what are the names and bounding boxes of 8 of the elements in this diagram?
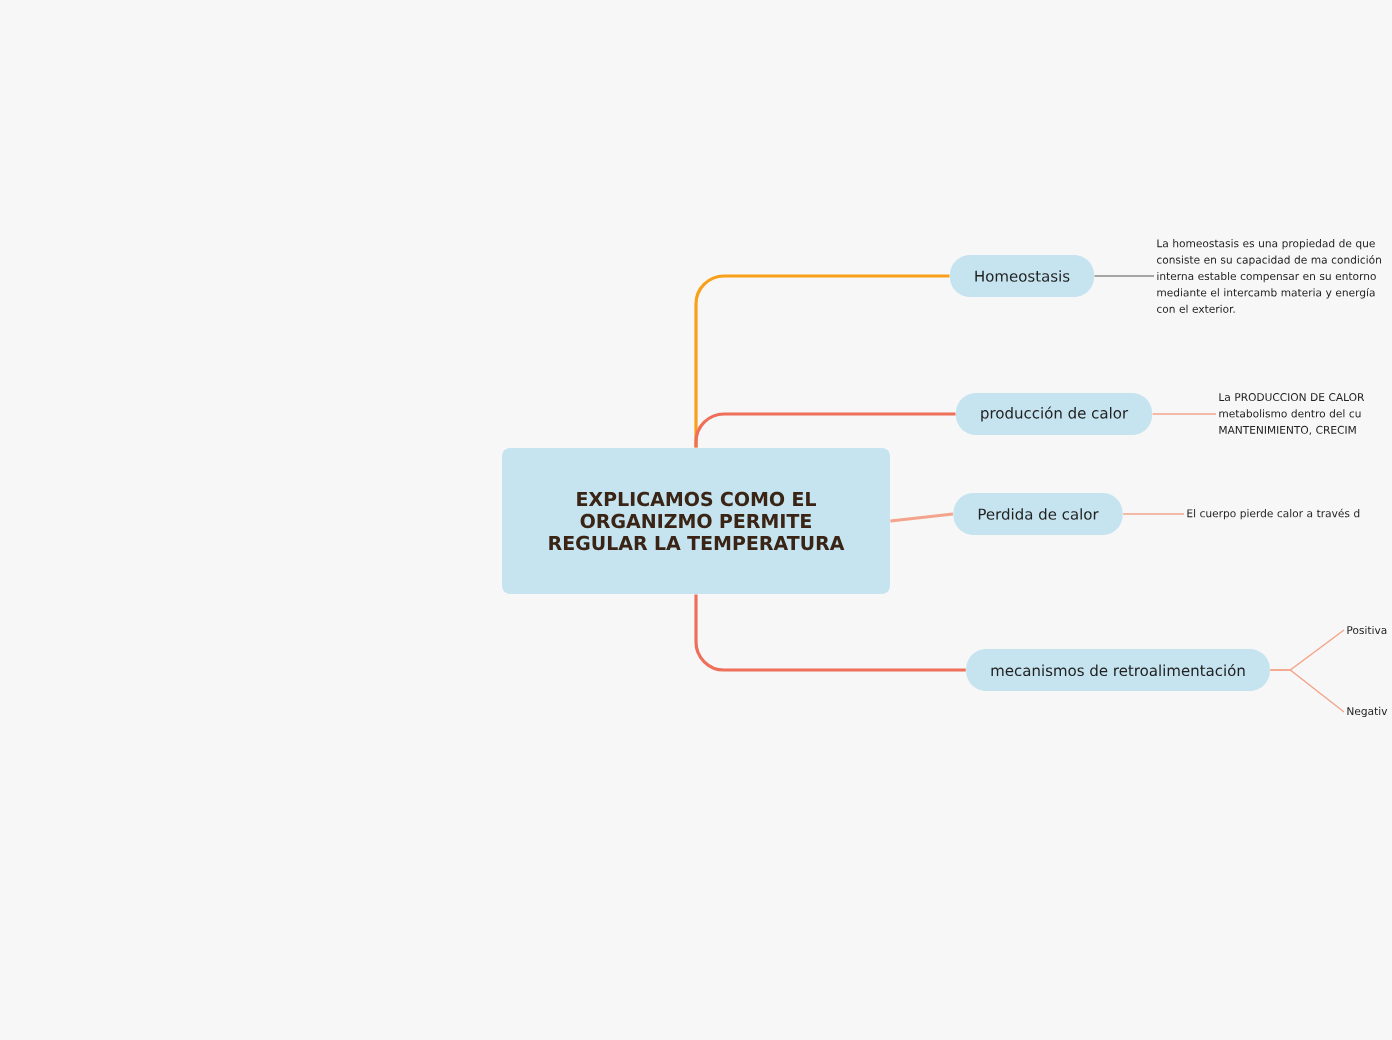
connector-line [1269,669,1345,713]
connector-line [890,512,954,523]
connector-line [1151,413,1217,415]
connector-line [1093,275,1155,277]
central-topic-box: EXPLICAMOS COMO EL ORGANIZMO PERMITE REGULAR LA TEMPERATURA [502,448,890,594]
connector-line [1122,513,1185,515]
connector-line [694,412,956,448]
connector-line [694,594,966,672]
